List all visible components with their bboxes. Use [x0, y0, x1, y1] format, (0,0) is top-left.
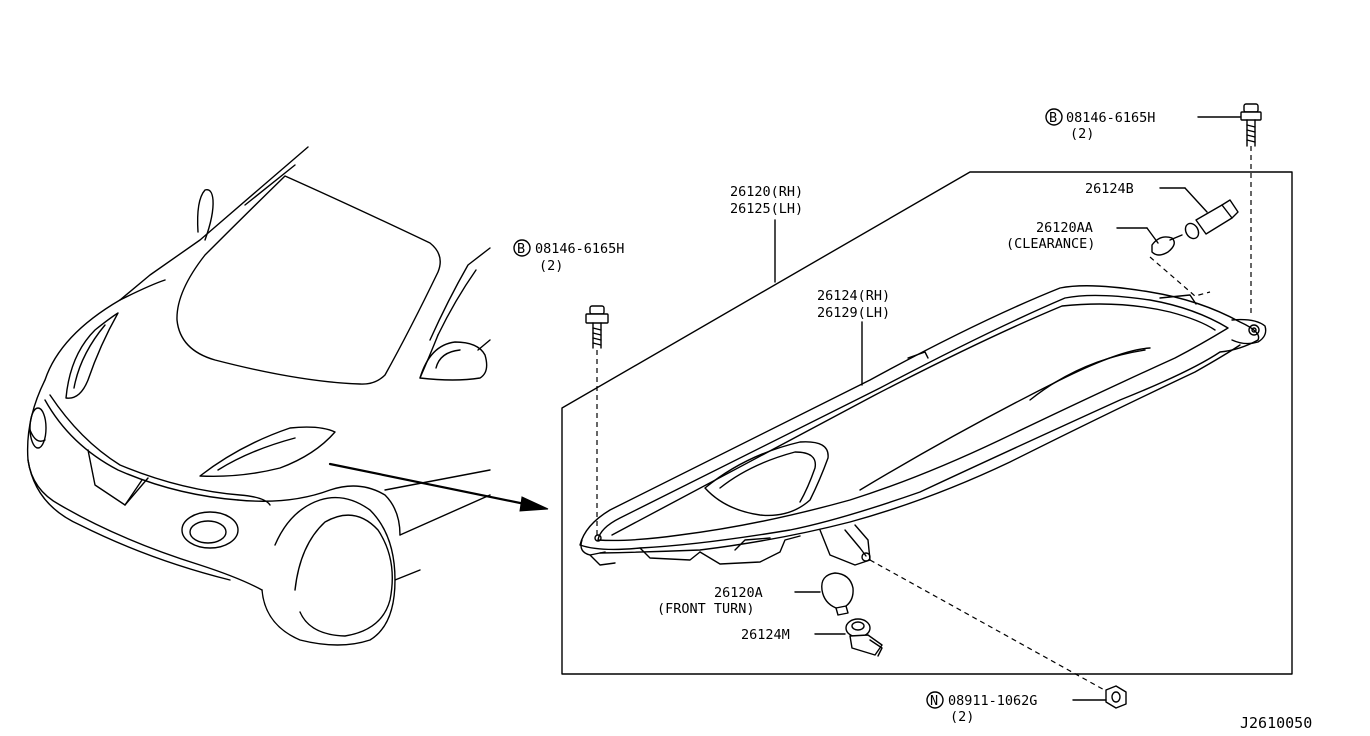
callout-part-lh: 26125(LH)	[730, 201, 803, 217]
car-front-illustration	[26, 146, 549, 646]
callout-part-number: 26124B	[1085, 181, 1134, 197]
callout-part-rh: 26124(RH)	[817, 288, 890, 304]
callout-symbol: B	[517, 241, 525, 257]
diagram-id: J2610050	[1240, 714, 1312, 732]
callout-bolt-top: B 08146-6165H (2)	[1045, 108, 1155, 142]
callout-qty: (2)	[950, 709, 974, 725]
callout-part-lh: 26129(LH)	[817, 305, 890, 321]
callout-lens-housing: 26124(RH) 26129(LH)	[817, 288, 890, 321]
callout-bolt-left: B 08146-6165H (2)	[513, 239, 624, 274]
callout-note: (CLEARANCE)	[1006, 236, 1095, 252]
callout-part-rh: 26120(RH)	[730, 184, 803, 200]
callout-symbol: N	[930, 693, 938, 709]
callout-qty: (2)	[539, 258, 563, 274]
callout-part-number: 26120AA	[1036, 220, 1093, 236]
symbol-circle	[513, 239, 531, 257]
callout-bulb-front-turn: 26120A (FRONT TURN)	[657, 585, 763, 617]
callout-socket-turn: 26124M	[741, 627, 790, 643]
callout-symbol: B	[1049, 110, 1057, 126]
callout-part-number: 08911-1062G	[948, 693, 1037, 709]
socket-clearance-icon	[1184, 199, 1239, 240]
callout-part-number: 26120A	[714, 585, 763, 601]
bulb-front-turn-icon	[821, 572, 854, 616]
symbol-circle	[1045, 108, 1063, 126]
leader-socket-clearance-b	[1184, 187, 1208, 213]
enlarged-view-frame	[561, 171, 1293, 675]
bolt-top-icon	[1240, 103, 1262, 316]
clearance-install-path	[1149, 256, 1211, 297]
bolt-left-icon	[585, 305, 609, 535]
leader-bulb-clearance-b	[1146, 227, 1159, 244]
symbol-circle	[926, 691, 944, 709]
callout-nut-bottom: N 08911-1062G (2)	[926, 691, 1037, 725]
nut-bottom-icon	[869, 559, 1127, 709]
callout-socket-clearance: 26124B	[1085, 181, 1134, 197]
callout-bulb-clearance: 26120AA (CLEARANCE)	[1006, 220, 1095, 252]
callout-qty: (2)	[1070, 126, 1094, 142]
socket-turn-icon	[845, 618, 883, 657]
callout-headlamp-assy: 26120(RH) 26125(LH)	[730, 184, 803, 217]
callout-part-number: 26124M	[741, 627, 790, 643]
headlamp-assembly	[579, 285, 1267, 566]
callout-part-number: 08146-6165H	[535, 241, 624, 257]
callout-part-number: 08146-6165H	[1066, 110, 1155, 126]
callout-note: (FRONT TURN)	[657, 601, 755, 617]
bulb-clearance-icon	[1151, 234, 1183, 256]
